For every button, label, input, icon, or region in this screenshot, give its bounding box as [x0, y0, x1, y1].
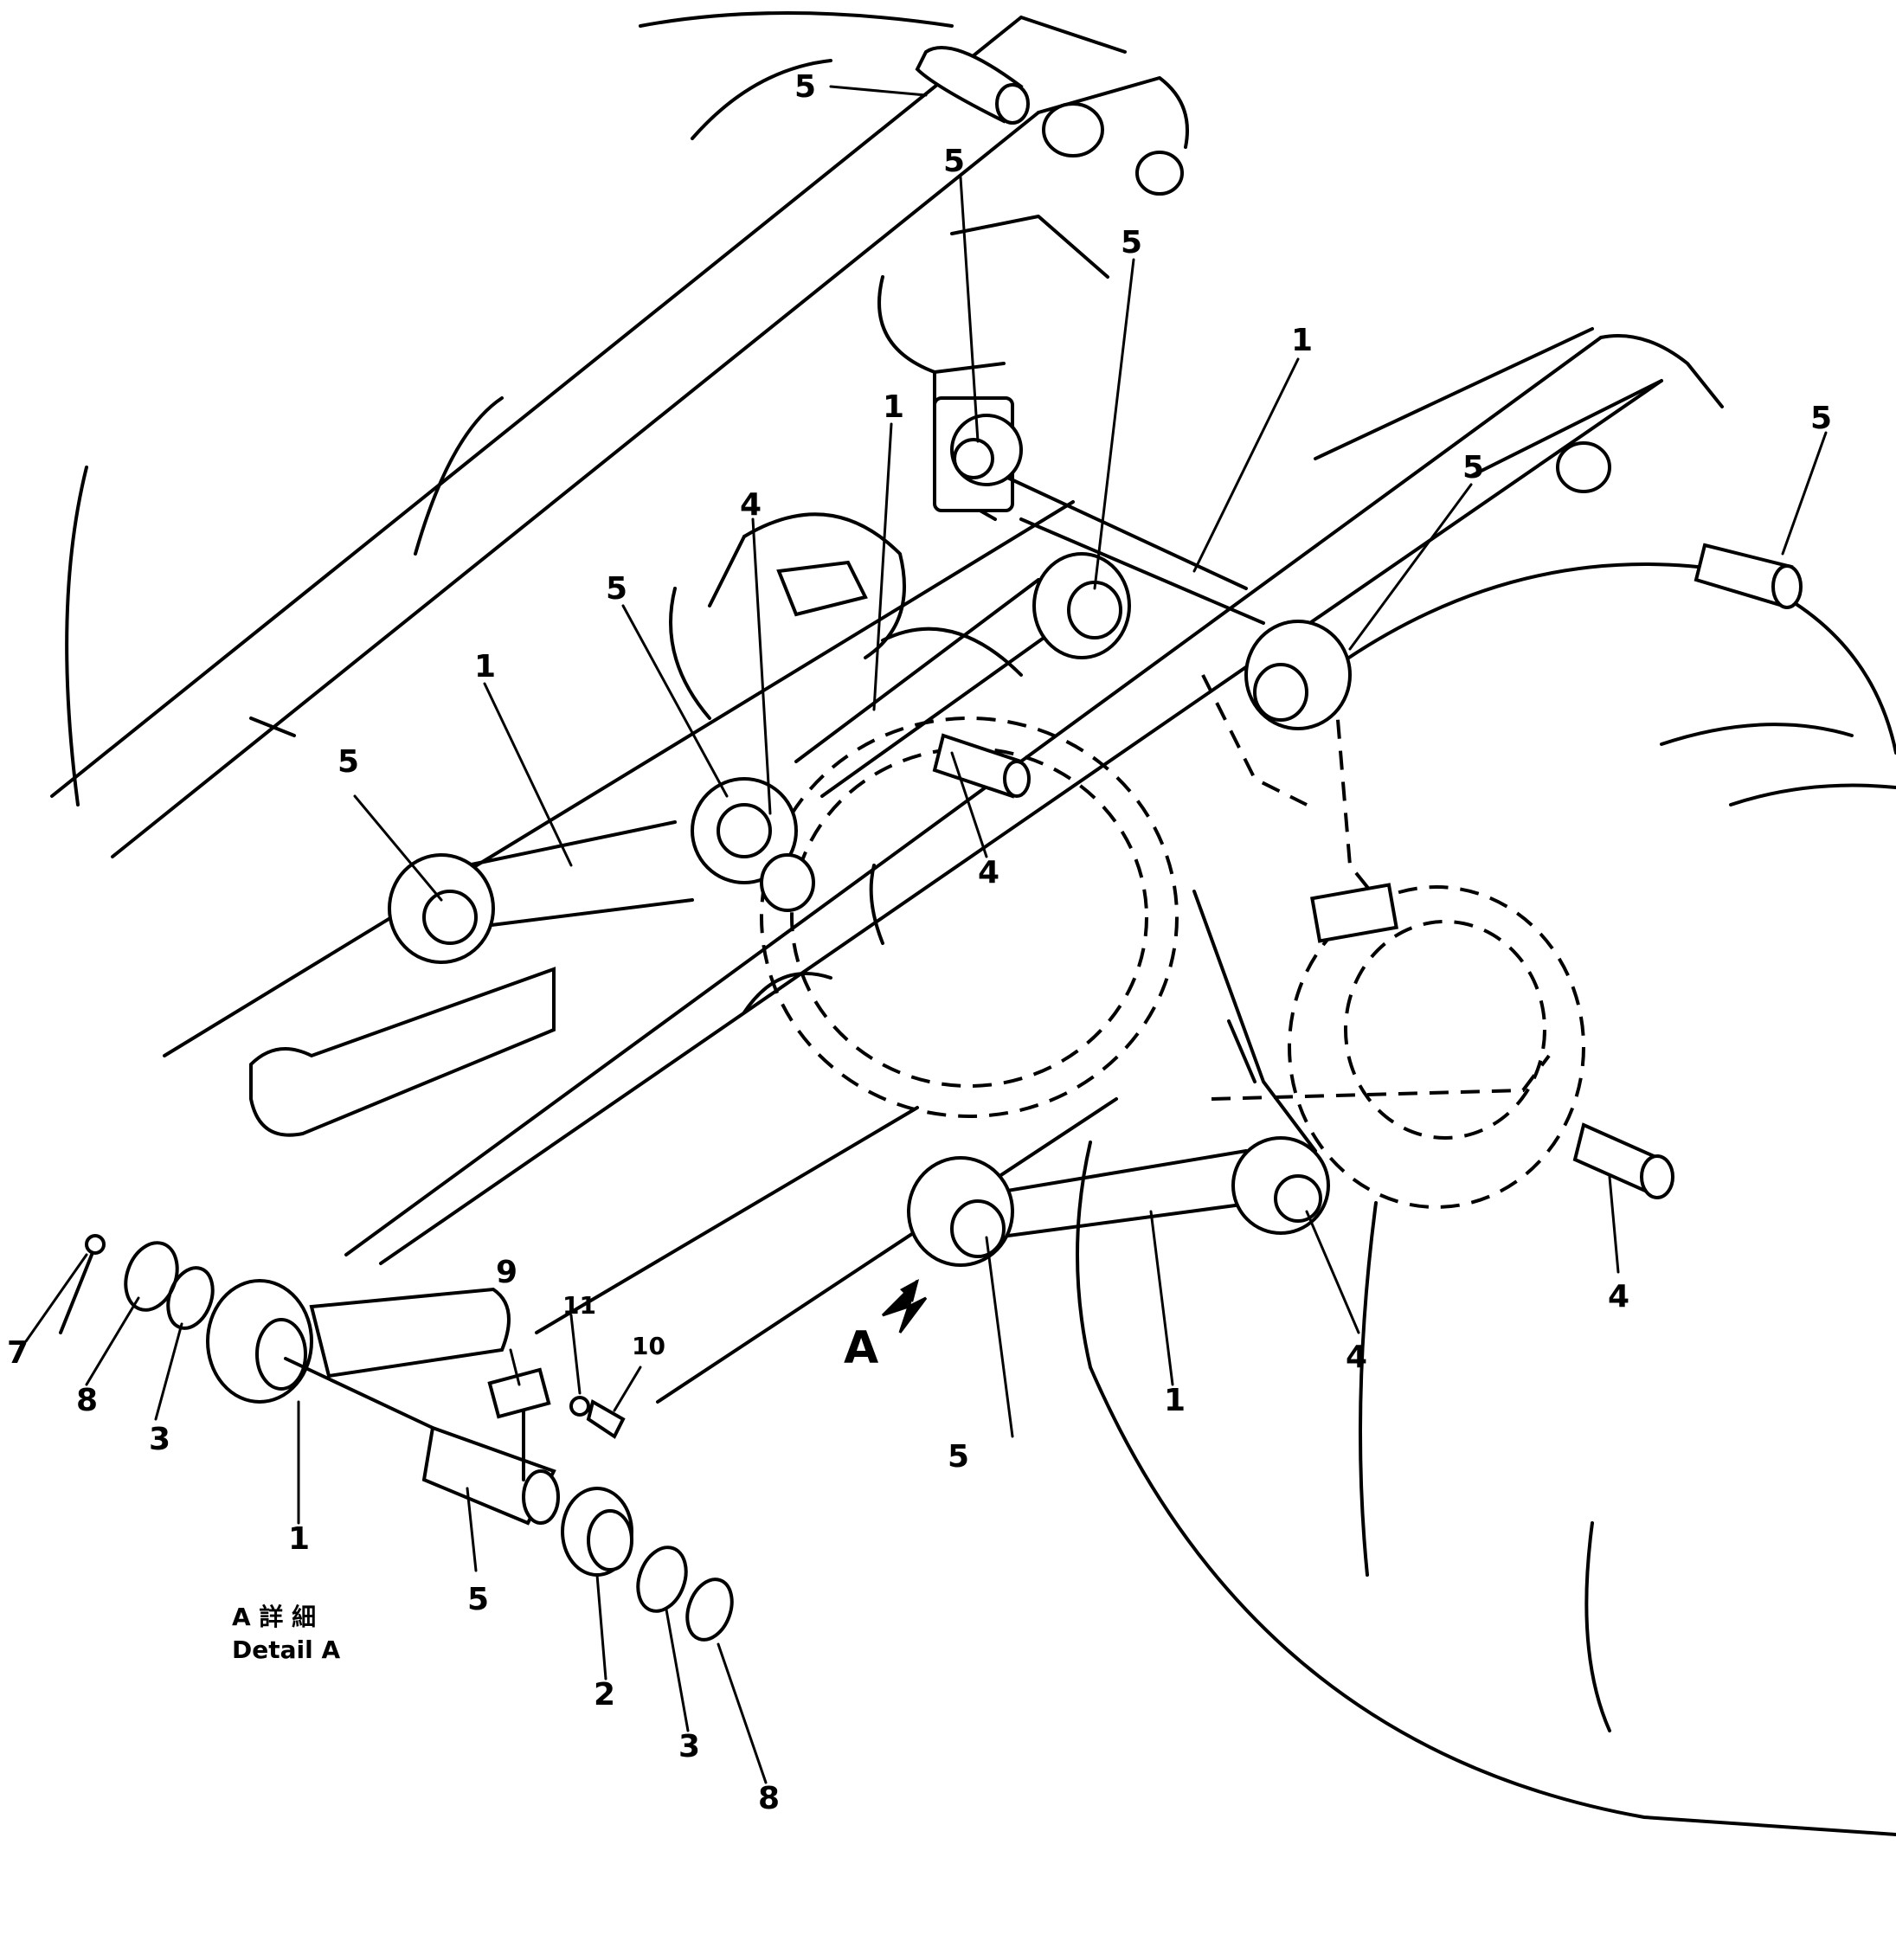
callout-5-front: 5: [1121, 225, 1142, 260]
bushing-front-bracket: [950, 414, 1023, 486]
bushing-lower-left: [907, 1156, 1014, 1267]
bushing-left: [388, 853, 495, 964]
callout-5-lower: 5: [948, 1439, 969, 1475]
detail-caption-japanese: A 詳 細: [232, 1603, 316, 1631]
callout-1-left-link: 1: [474, 649, 496, 684]
callout-4-center: 4: [740, 487, 762, 523]
bushing-lower-right: [1231, 1136, 1330, 1235]
left-tire-outline: [65, 11, 954, 806]
rear-frame-rail: [163, 327, 1724, 1404]
pin-center: [932, 733, 1031, 799]
pin-far-right: [1572, 1122, 1674, 1199]
callout-7-detail: 7: [7, 1335, 29, 1371]
pin-top: [915, 46, 1030, 125]
callout-11-detail: 11: [562, 1291, 596, 1320]
callout-8-detail-right: 8: [758, 1781, 780, 1816]
callout-5-center: 5: [606, 571, 627, 607]
leader-lines: [24, 85, 1828, 1784]
callout-5-bracket: 5: [943, 144, 965, 179]
callout-labels: 5 5 5 1 5 5 1 4 5 1 5 4 1 4 4 5 A 7 8 3 …: [7, 69, 1832, 1816]
callout-9-detail: 9: [496, 1255, 517, 1290]
callout-1-center-link: 1: [883, 389, 904, 425]
bushing-front-upper: [1032, 552, 1131, 659]
callout-4-far-right: 4: [1608, 1279, 1629, 1314]
bushing-rear-upper: [1244, 620, 1352, 730]
view-arrow-a: [881, 1279, 928, 1333]
callout-5-left: 5: [337, 744, 359, 780]
callout-3-detail-left: 3: [149, 1422, 170, 1457]
hidden-housing-dashed: [760, 657, 1585, 1209]
callout-3-detail-right: 3: [678, 1729, 700, 1764]
callout-5-right: 5: [1810, 401, 1832, 436]
callout-4-mid: 4: [978, 855, 999, 890]
callout-1-detail: 1: [288, 1521, 310, 1557]
callout-2-detail: 2: [594, 1677, 615, 1713]
callout-5-top: 5: [794, 69, 816, 105]
link-rod-upper: [794, 474, 1265, 798]
rear-bracket: [1192, 441, 1611, 1153]
detail-caption-english: Detail A: [232, 1635, 340, 1664]
differential-housing: [669, 512, 1023, 720]
view-marker-a: A: [844, 1322, 878, 1374]
front-axle-bracket: [877, 102, 1184, 521]
callout-5-rear: 5: [1462, 450, 1484, 485]
callout-10-detail: 10: [632, 1332, 665, 1360]
axle-tube: [249, 864, 884, 1137]
pin-right: [1694, 543, 1803, 609]
callout-4-lower: 4: [1346, 1340, 1367, 1375]
callout-8-detail-left: 8: [76, 1383, 98, 1418]
bushing-center: [691, 777, 815, 912]
callout-1-front-link: 1: [1291, 323, 1313, 358]
callout-5-detail: 5: [467, 1582, 489, 1617]
link-rod-left: [466, 820, 694, 928]
callout-1-lower-link: 1: [1164, 1383, 1186, 1418]
link-rod-lower-right: [985, 1149, 1257, 1239]
upper-frame-rail: [50, 16, 1189, 858]
